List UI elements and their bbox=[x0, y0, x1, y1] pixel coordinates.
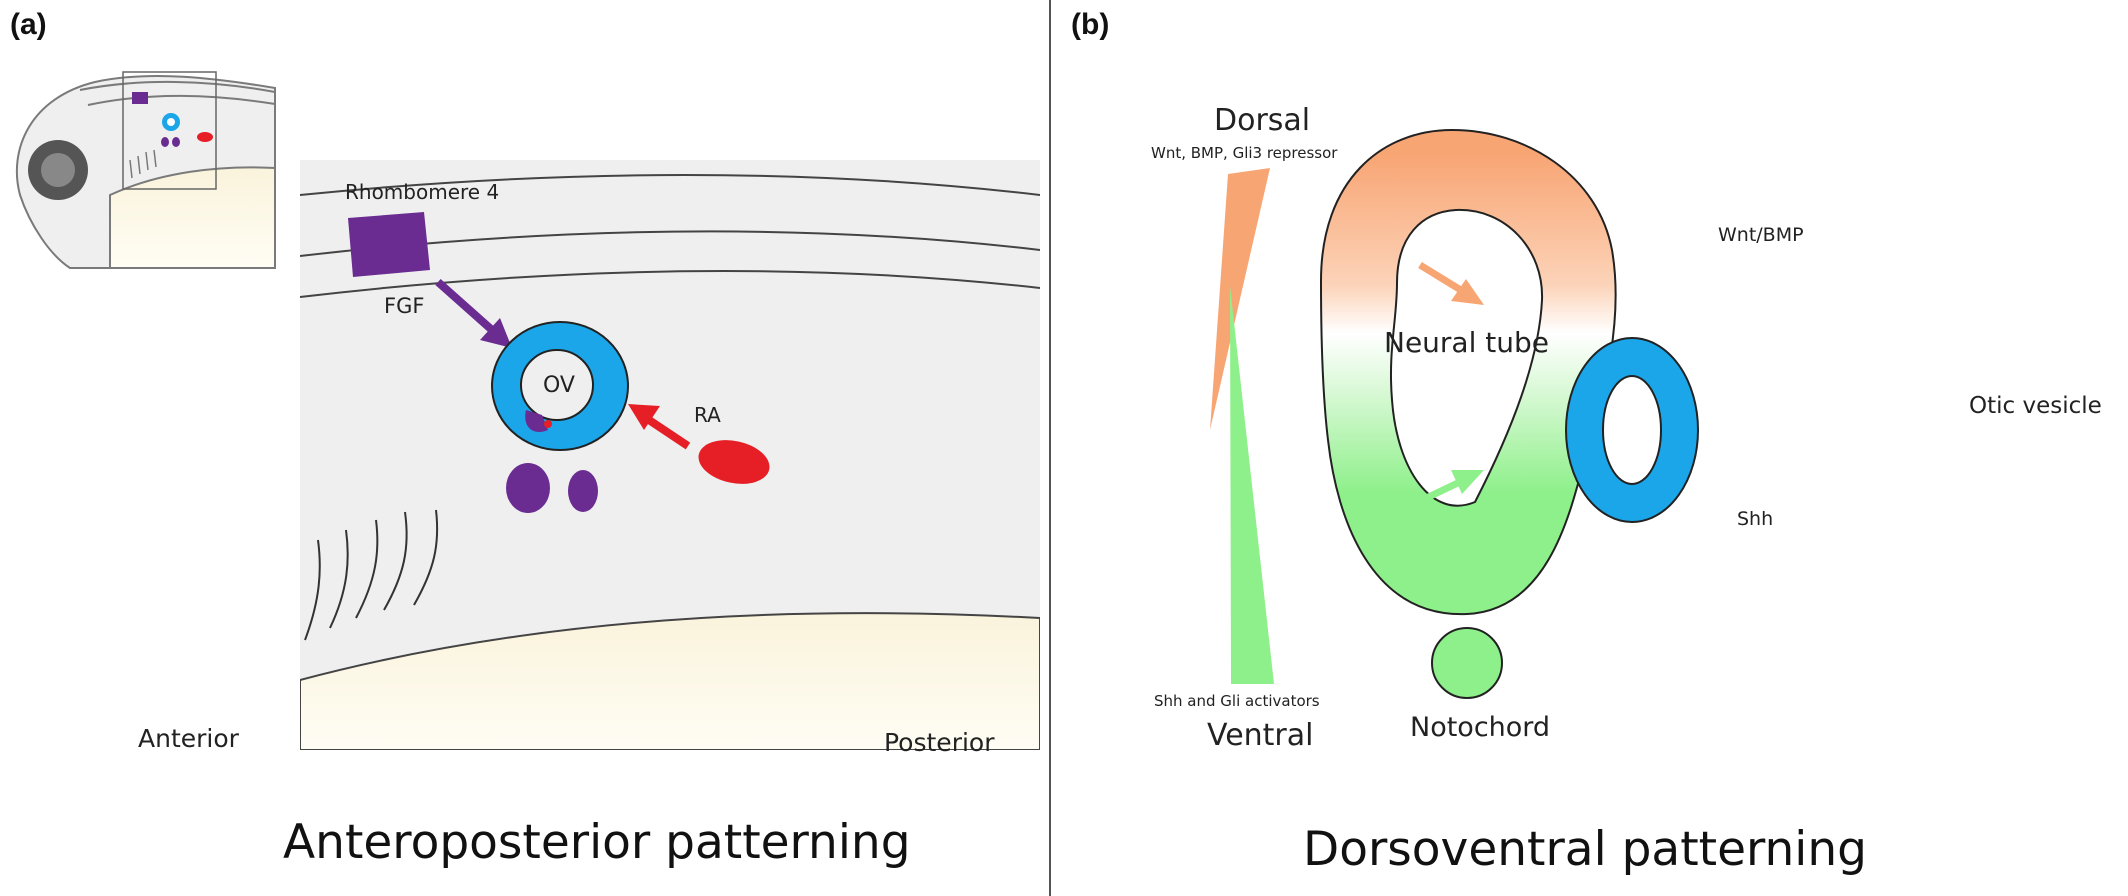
rhombomere-label: Rhombomere 4 bbox=[345, 180, 500, 204]
purple-placode-left bbox=[506, 463, 550, 513]
shh-label: Shh bbox=[1737, 508, 1774, 530]
notochord-circle bbox=[1431, 627, 1503, 699]
dorsal-gradient-wedge bbox=[1210, 168, 1270, 430]
panel-b-label: (b) bbox=[1071, 8, 1110, 41]
zoomed-embryo bbox=[300, 160, 1040, 750]
purple-placode-right bbox=[568, 470, 598, 512]
neural-tube-label: Neural tube bbox=[1384, 326, 1549, 359]
ventral-signals-label: Shh and Gli activators bbox=[1154, 692, 1320, 710]
shh-arrow-icon bbox=[1451, 470, 1484, 494]
anterior-label: Anterior bbox=[138, 724, 239, 753]
dorsal-signals-label: Wnt, BMP, Gli3 repressor bbox=[1151, 144, 1338, 162]
ra-label: RA bbox=[694, 403, 721, 427]
fgf-label: FGF bbox=[384, 294, 425, 318]
rhombomere-mini-icon bbox=[132, 92, 148, 104]
ventral-gradient-wedge bbox=[1230, 286, 1274, 684]
zoom-box bbox=[122, 71, 217, 190]
panel-divider bbox=[1049, 0, 1051, 896]
ventral-label: Ventral bbox=[1207, 718, 1314, 753]
fgf-arrow-icon bbox=[480, 318, 512, 348]
ra-source-blob bbox=[698, 440, 770, 484]
otic-vesicle-label: Otic vesicle bbox=[1969, 393, 2102, 419]
anteroposterior-diagram bbox=[15, 71, 1040, 750]
posterior-label: Posterior bbox=[884, 728, 995, 757]
dorsoventral-diagram bbox=[1210, 128, 1700, 699]
ra-arrow-icon bbox=[628, 404, 660, 430]
panel-a-label: (a) bbox=[10, 8, 47, 41]
dorsal-label: Dorsal bbox=[1214, 103, 1311, 138]
wnt-bmp-label: Wnt/BMP bbox=[1718, 224, 1804, 246]
panel-a-title: Anteroposterior patterning bbox=[283, 815, 911, 870]
panel-b-title: Dorsoventral patterning bbox=[1303, 822, 1867, 877]
embryo-thumbnail bbox=[15, 74, 276, 269]
rhombomere-4-block bbox=[348, 212, 430, 277]
notochord-label: Notochord bbox=[1410, 712, 1551, 743]
wnt-bmp-arrow-icon bbox=[1451, 279, 1484, 305]
otic-vesicle-b bbox=[1564, 337, 1700, 523]
neural-tube-shape bbox=[1319, 128, 1617, 616]
ov-label: OV bbox=[543, 373, 575, 398]
